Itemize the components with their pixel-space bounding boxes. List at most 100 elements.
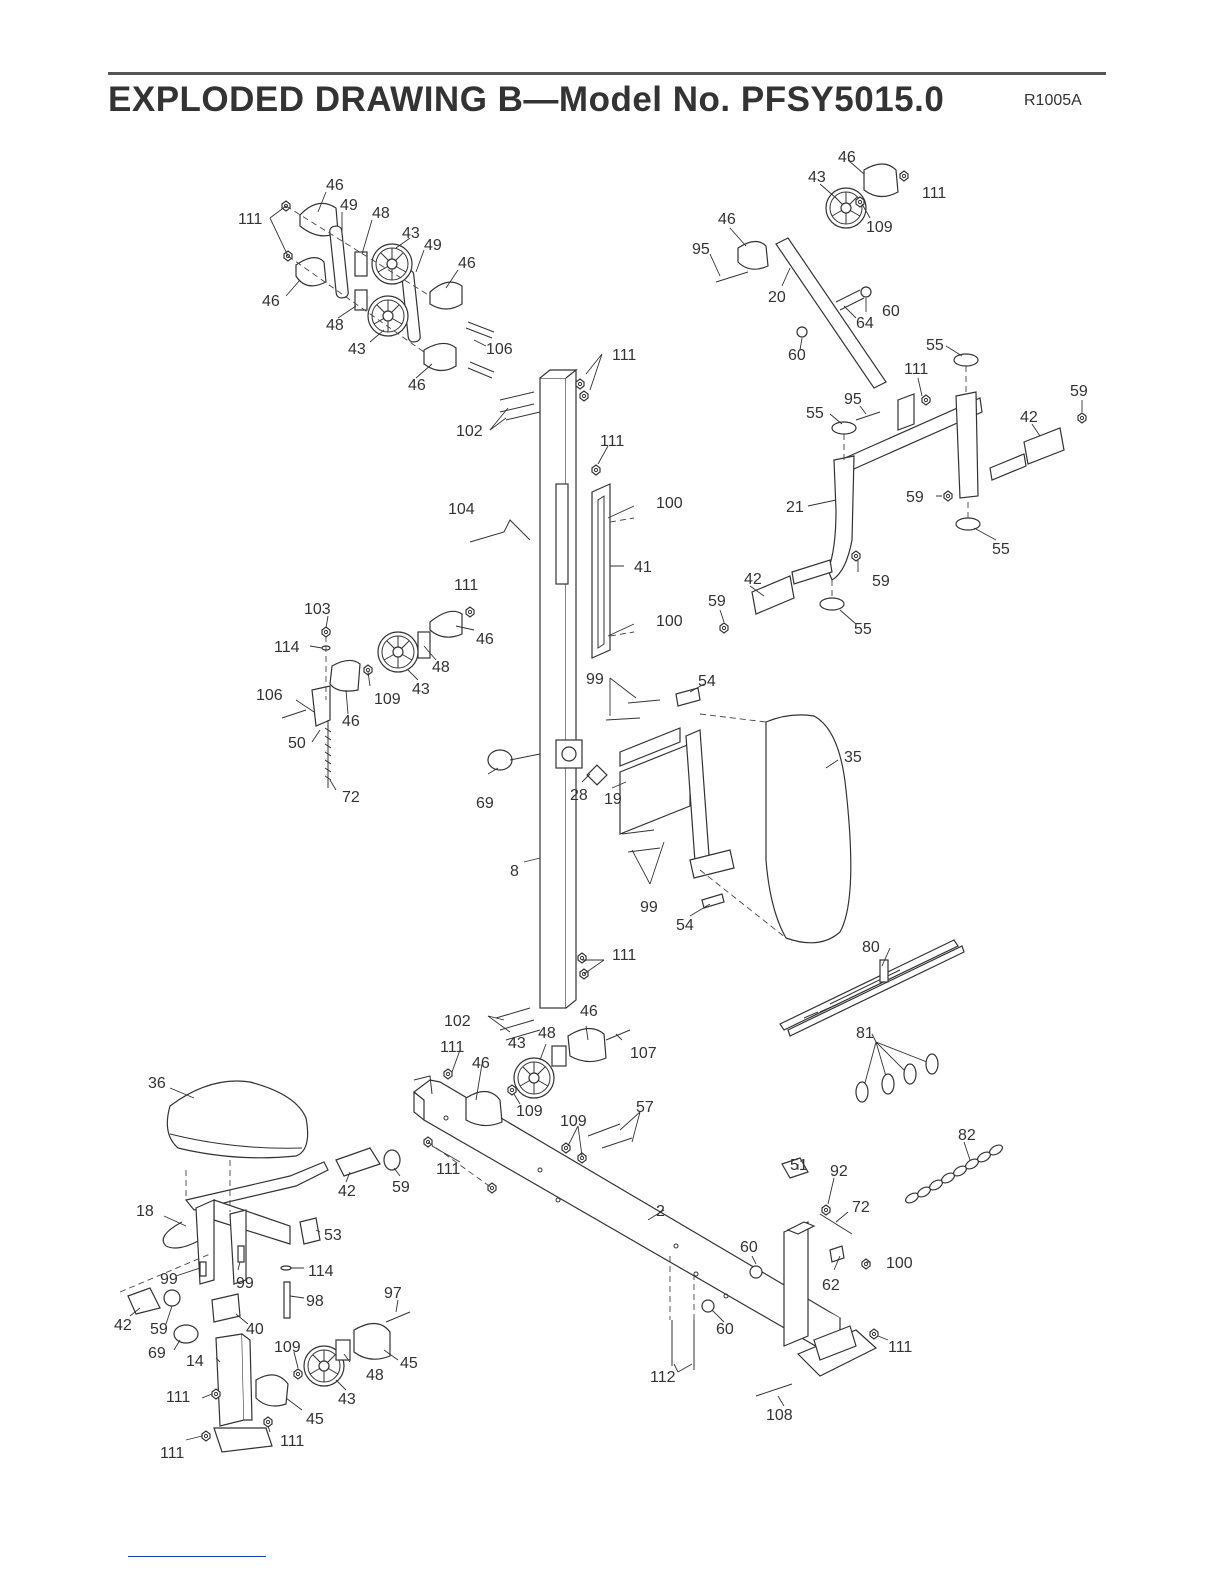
label-107: 107	[630, 1045, 657, 1062]
bushing-60	[749, 1265, 763, 1279]
bushing-28	[586, 764, 608, 786]
pulley-cover-46	[295, 257, 327, 287]
cable-bolt-72	[819, 1213, 853, 1235]
label-43: 43	[412, 681, 430, 698]
guide-slot	[555, 483, 569, 585]
label-109: 109	[374, 691, 401, 708]
label-59: 59	[1070, 383, 1088, 400]
label-80: 80	[862, 939, 880, 956]
nut-111	[869, 1328, 879, 1340]
label-81: 81	[856, 1025, 874, 1042]
back-pad-bracket	[619, 727, 681, 767]
label-111: 111	[612, 347, 636, 364]
label-46: 46	[262, 293, 280, 310]
label-60: 60	[788, 347, 806, 364]
top-left-pulley-assembly	[269, 200, 495, 379]
label-114: 114	[308, 1263, 334, 1280]
bracket-54	[675, 687, 701, 707]
pulley-cover-46	[429, 281, 463, 310]
end-cap-55	[831, 421, 857, 435]
label-99: 99	[586, 671, 604, 688]
axle-64	[835, 289, 865, 311]
spacer-48	[551, 1045, 567, 1067]
nut-111	[487, 1182, 497, 1194]
end-cap-55	[819, 597, 845, 611]
post-foot	[213, 1427, 273, 1453]
end-cap-55	[955, 517, 981, 531]
nut-111	[263, 1416, 273, 1428]
label-19: 19	[604, 791, 622, 808]
label-114: 114	[274, 639, 300, 656]
label-109: 109	[866, 219, 893, 236]
label-111: 111	[436, 1161, 460, 1178]
label-111: 111	[280, 1433, 304, 1450]
label-111: 111	[888, 1339, 912, 1356]
label-95: 95	[844, 391, 862, 408]
label-103: 103	[304, 601, 331, 618]
label-18: 18	[136, 1203, 154, 1220]
arm-20	[775, 237, 887, 389]
handles-81	[855, 1041, 939, 1103]
bolt-104	[469, 519, 531, 543]
bushing-60	[701, 1299, 715, 1313]
end-cap-59	[1077, 412, 1087, 424]
label-45: 45	[306, 1411, 324, 1428]
label-48: 48	[538, 1025, 556, 1042]
weight-bar-80	[779, 939, 965, 1037]
pulley-43	[367, 295, 409, 337]
bolt-102	[499, 391, 541, 421]
end-cap-55	[953, 353, 979, 367]
label-111: 111	[904, 361, 928, 378]
bushing-60	[796, 326, 808, 338]
label-48: 48	[372, 205, 390, 222]
label-108: 108	[766, 1407, 793, 1424]
spacer-48	[417, 631, 431, 659]
label-62: 62	[822, 1277, 840, 1294]
cap-53	[299, 1217, 321, 1245]
seat-tube-front	[213, 1199, 291, 1245]
end-cap-59	[719, 622, 729, 634]
upright-bracket	[783, 1221, 809, 1347]
label-46: 46	[326, 177, 344, 194]
label-100: 100	[886, 1255, 913, 1272]
end-cap-59	[943, 490, 953, 502]
pulley-cover-46	[423, 342, 457, 372]
label-72: 72	[342, 789, 360, 806]
label-42: 42	[338, 1183, 356, 1200]
label-59: 59	[392, 1179, 410, 1196]
label-43: 43	[338, 1391, 356, 1408]
arm-pivot	[897, 393, 915, 431]
pulley-cover-46	[465, 1090, 503, 1127]
label-98: 98	[306, 1293, 324, 1310]
end-cap-59	[851, 550, 861, 562]
handle-41	[591, 483, 611, 659]
spacer-48	[335, 1339, 351, 1361]
label-111: 111	[440, 1039, 464, 1056]
nut-103	[321, 626, 331, 638]
pulley-cover-46	[567, 1027, 607, 1063]
bolt-99	[605, 699, 661, 853]
label-43: 43	[348, 341, 366, 358]
adjustment-tube-19	[619, 743, 691, 835]
pulley-bracket-49	[329, 225, 349, 299]
label-46: 46	[476, 631, 494, 648]
label-100: 100	[656, 613, 683, 630]
bolt-97	[385, 1311, 411, 1323]
label-48: 48	[326, 317, 344, 334]
end-cap-59	[383, 1149, 401, 1171]
label-111: 111	[166, 1389, 190, 1406]
label-111: 111	[238, 211, 262, 228]
label-54: 54	[676, 917, 694, 934]
sleeve-40	[211, 1293, 241, 1323]
label-28: 28	[570, 787, 588, 804]
label-46: 46	[718, 211, 736, 228]
footer-link-rule	[128, 1556, 266, 1557]
nut-111	[201, 1430, 211, 1442]
header-rule	[108, 72, 1106, 75]
label-112: 112	[650, 1369, 676, 1386]
knob-69	[173, 1324, 199, 1344]
label-111: 111	[160, 1445, 184, 1462]
label-49: 49	[424, 237, 442, 254]
label-51: 51	[790, 1157, 808, 1174]
seat-36	[166, 1080, 309, 1159]
